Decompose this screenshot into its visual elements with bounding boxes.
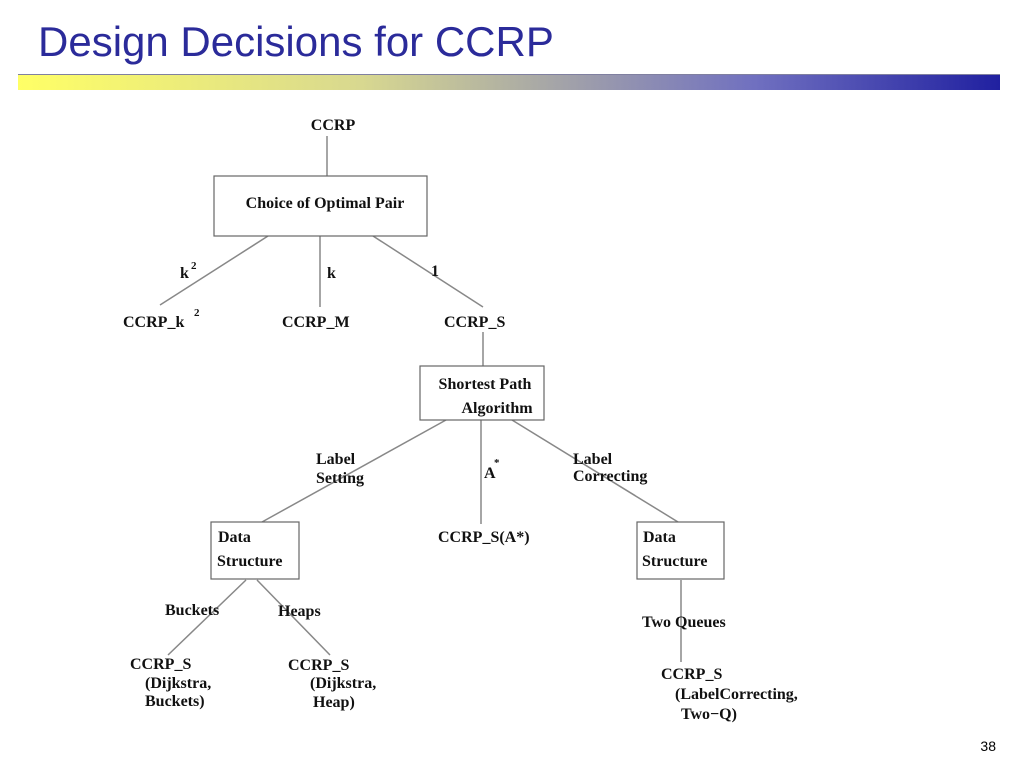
leaf-buckets-line3: Buckets)	[145, 693, 205, 710]
data-structure-box-right	[636, 521, 725, 580]
choice-box-label: Choice of Optimal Pair	[246, 195, 405, 212]
leaf-ccrp-s-astar: CCRP_S(A*)	[438, 529, 530, 546]
root-label: CCRP	[311, 117, 356, 134]
edge-label-1: 1	[431, 263, 439, 280]
edge-label-astar: A	[484, 465, 496, 482]
leaf-ccrp-k2: CCRP_k	[123, 314, 184, 331]
data-structure-left-line2: Structure	[217, 553, 282, 570]
edge-label-two-queues: Two Queues	[642, 614, 726, 631]
edge-label-heaps: Heaps	[278, 603, 321, 620]
leaf-ccrp-m: CCRP_M	[282, 314, 350, 331]
choice-box	[213, 175, 428, 237]
edge-label-setting-1: Label	[316, 451, 356, 468]
edge-label-correcting-1: Label	[573, 451, 613, 468]
edge-label-buckets: Buckets	[165, 602, 219, 619]
title-rule-top	[18, 74, 1000, 75]
leaf-ccrp-s: CCRP_S	[444, 314, 505, 331]
data-structure-left-line1: Data	[218, 529, 251, 546]
page-number: 38	[980, 738, 996, 754]
data-structure-right-line2: Structure	[642, 553, 707, 570]
leaf-heap-line1: CCRP_S	[288, 657, 349, 674]
shortest-path-box	[419, 365, 545, 421]
edge-sp-label-setting	[261, 419, 447, 523]
leaf-heap-line3: Heap)	[313, 694, 355, 711]
leaf-ccrp-k2-sup: 2	[194, 307, 200, 319]
leaf-heap-line2: (Dijkstra,	[310, 675, 376, 692]
leaf-label-correcting-line1: CCRP_S	[661, 666, 722, 683]
edge-sp-label-correcting	[511, 419, 679, 523]
shortest-path-label-line2: Algorithm	[461, 400, 533, 417]
edge-label-astar-sup: *	[494, 457, 500, 469]
leaf-buckets-line2: (Dijkstra,	[145, 675, 211, 692]
edge-label-k2: k	[180, 265, 189, 282]
title-underline-bar	[18, 75, 1000, 90]
edge-label-k2-sup: 2	[191, 260, 197, 272]
leaf-label-correcting-line2: (LabelCorrecting,	[675, 686, 798, 703]
leaf-label-correcting-line3: Two−Q)	[681, 706, 737, 723]
edge-label-correcting-2: Correcting	[573, 468, 647, 485]
edge-label-setting-2: Setting	[316, 470, 364, 487]
edge-choice-1	[372, 235, 484, 308]
edge-ds-heaps	[256, 579, 331, 656]
edge-ds-buckets	[167, 579, 247, 656]
shortest-path-label-line1: Shortest Path	[439, 376, 532, 393]
slide-title: Design Decisions for CCRP	[38, 18, 554, 65]
data-structure-box-left	[210, 521, 300, 580]
data-structure-right-line1: Data	[643, 529, 676, 546]
edge-label-k: k	[327, 265, 336, 282]
edge-choice-k2	[159, 235, 269, 306]
leaf-buckets-line1: CCRP_S	[130, 656, 191, 673]
